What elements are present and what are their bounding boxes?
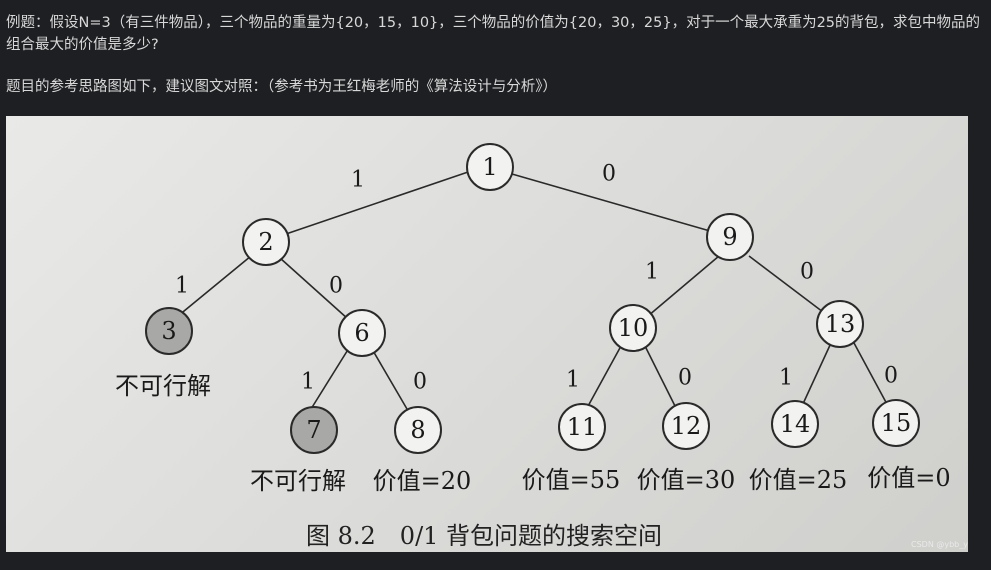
edge-label-2-6: 0 — [329, 274, 343, 299]
note-node-11: 价值=55 — [522, 466, 621, 494]
edge-10-12 — [644, 345, 677, 409]
note-node-15: 价值=0 — [867, 464, 950, 492]
svg-text:3: 3 — [161, 317, 176, 345]
watermark: CSDN @ybb_ybb — [911, 540, 968, 549]
svg-text:9: 9 — [722, 223, 737, 251]
node-12: 12 — [662, 402, 710, 450]
edge-label-13-15: 0 — [884, 364, 898, 389]
node-3: 3 — [145, 307, 193, 355]
edge-1-9 — [511, 173, 711, 232]
node-13: 13 — [816, 300, 864, 348]
edge-label-2-3: 1 — [175, 274, 189, 299]
edge-label-10-11: 1 — [566, 368, 580, 393]
edge-label-6-8: 0 — [413, 370, 427, 395]
figure-caption: 图 8.2 0/1 背包问题的搜索空间 — [306, 522, 662, 550]
svg-text:12: 12 — [671, 412, 702, 440]
note-node-14: 价值=25 — [749, 466, 848, 494]
node-1: 1 — [466, 143, 514, 191]
edge-13-14 — [801, 342, 832, 407]
svg-text:10: 10 — [618, 314, 649, 342]
node-14: 14 — [771, 400, 819, 448]
edge-2-6 — [279, 257, 349, 320]
node-11: 11 — [558, 403, 606, 451]
svg-text:8: 8 — [410, 416, 425, 444]
node-6: 6 — [338, 309, 386, 357]
node-7: 7 — [290, 406, 338, 454]
svg-text:13: 13 — [825, 310, 856, 338]
svg-text:6: 6 — [354, 319, 369, 347]
edge-label-1-9: 0 — [602, 162, 616, 187]
node-8: 8 — [394, 406, 442, 454]
node-10: 10 — [609, 304, 657, 352]
edge-label-13-14: 1 — [779, 366, 793, 391]
svg-text:11: 11 — [567, 413, 598, 441]
node-2: 2 — [242, 218, 290, 266]
edge-1-2 — [285, 170, 472, 235]
note-node-12: 价值=30 — [637, 466, 736, 494]
edge-label-6-7: 1 — [301, 370, 315, 395]
edge-label-9-13: 0 — [800, 260, 814, 285]
edge-label-9-10: 1 — [645, 260, 659, 285]
svg-text:14: 14 — [780, 410, 811, 438]
svg-text:7: 7 — [306, 416, 321, 444]
note-node-3: 不可行解 — [115, 372, 211, 400]
edge-2-3 — [177, 255, 252, 317]
svg-text:2: 2 — [258, 228, 273, 256]
edge-13-15 — [853, 342, 889, 407]
svg-text:1: 1 — [482, 153, 497, 181]
search-space-figure: 1 0 1 0 1 0 1 0 1 0 1 0 1 2 3 6 7 8 9 10… — [6, 116, 968, 552]
note-node-8: 价值=20 — [373, 467, 472, 495]
edge-label-1-2: 1 — [351, 168, 365, 193]
problem-text: 例题：假设N=3（有三件物品），三个物品的重量为{20，15，10}，三个物品的… — [6, 15, 981, 53]
node-9: 9 — [706, 213, 754, 261]
edge-10-11 — [586, 345, 622, 409]
edge-9-10 — [647, 255, 720, 317]
svg-text:15: 15 — [881, 409, 912, 437]
edge-9-13 — [748, 255, 824, 313]
edge-label-10-12: 0 — [678, 366, 692, 391]
edge-6-7 — [310, 347, 350, 410]
node-15: 15 — [872, 399, 920, 447]
note-node-7: 不可行解 — [250, 467, 346, 495]
edge-6-8 — [371, 348, 408, 410]
hint-text: 题目的参考思路图如下，建议图文对照：（参考书为王红梅老师的《算法设计与分析》） — [6, 79, 557, 95]
search-tree-diagram: 1 0 1 0 1 0 1 0 1 0 1 0 1 2 3 6 7 8 9 10… — [115, 143, 968, 550]
